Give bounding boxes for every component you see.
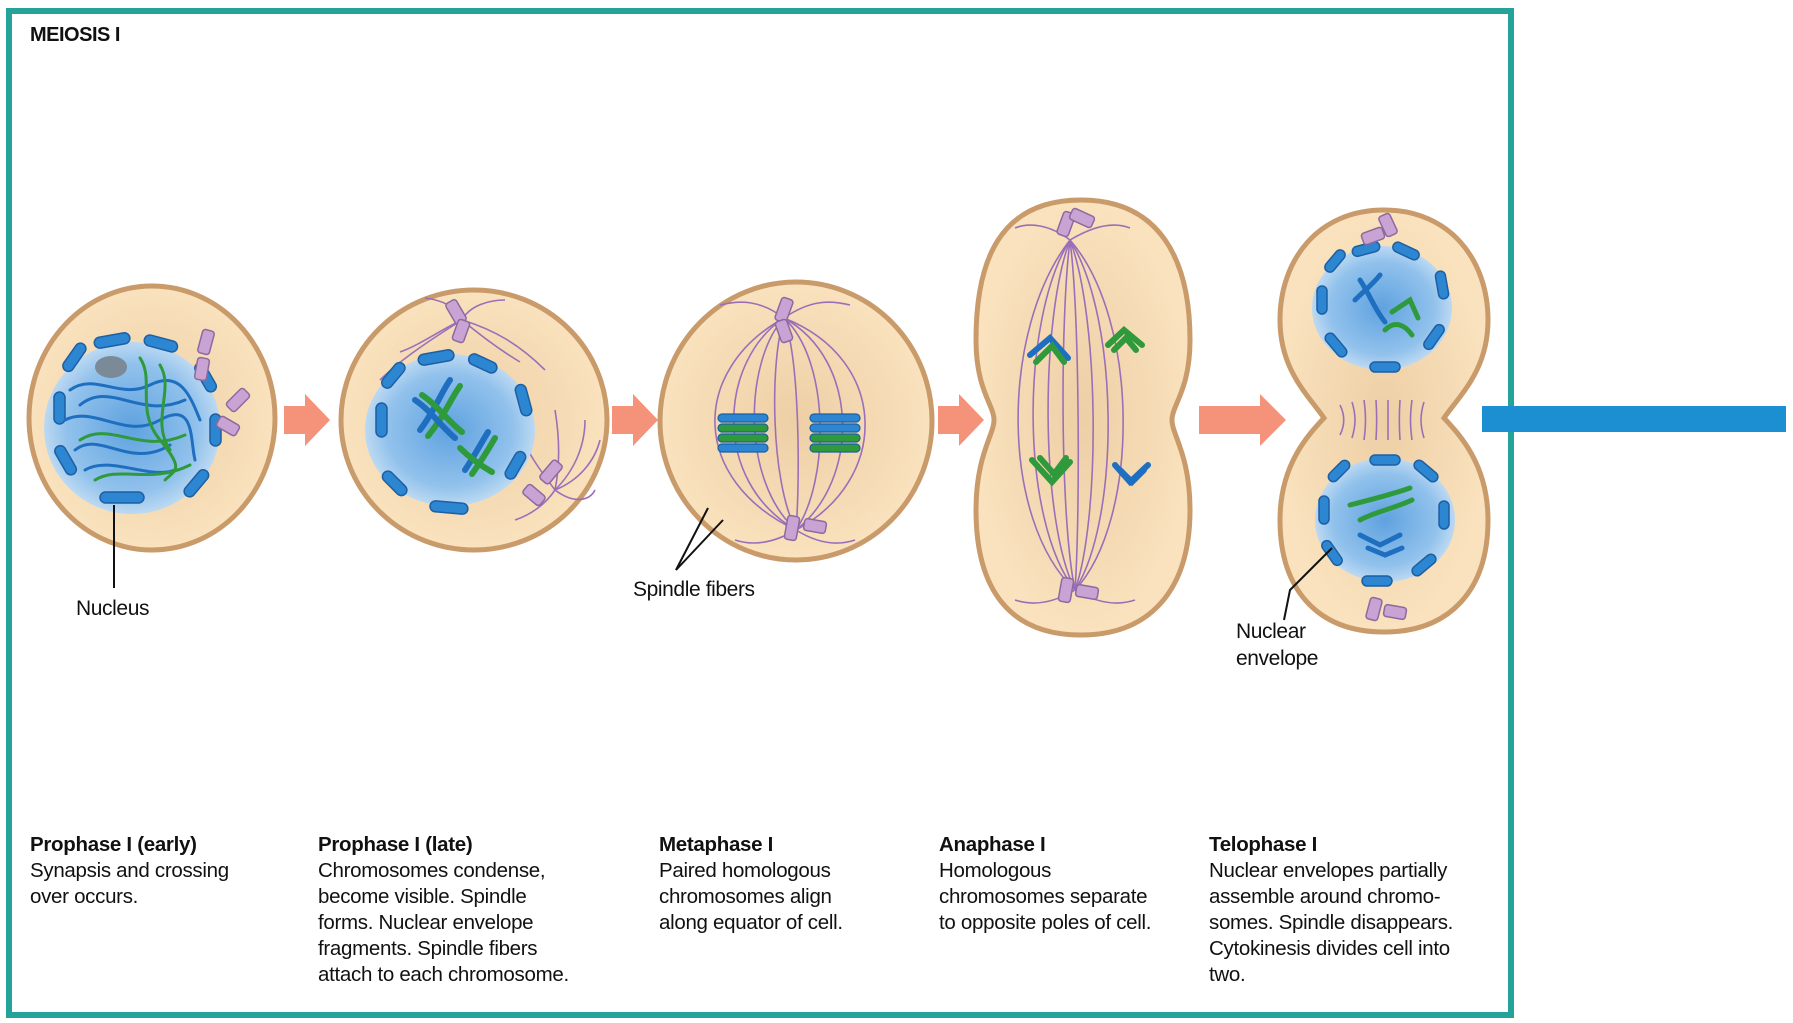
arrow-3: [938, 394, 984, 446]
caption-line: Paired homologous: [659, 858, 843, 884]
caption-line: Nuclear envelopes partially: [1209, 858, 1453, 884]
caption-telophase: Telophase I Nuclear envelopes partially …: [1209, 832, 1453, 988]
caption-prophase-late: Prophase I (late) Chromosomes condense, …: [318, 832, 569, 988]
caption-line: two.: [1209, 962, 1453, 988]
caption-line: attach to each chromosome.: [318, 962, 569, 988]
caption-line: chromosomes align: [659, 884, 843, 910]
cell-prophase-late: [341, 290, 607, 550]
cell-metaphase: Spindle fibers: [633, 282, 932, 601]
label-spindle-fibers: Spindle fibers: [633, 578, 755, 601]
caption-line: along equator of cell.: [659, 910, 843, 936]
caption-line: somes. Spindle disappears.: [1209, 910, 1453, 936]
nucleolus: [95, 356, 127, 378]
label-nucleus: Nucleus: [76, 597, 149, 620]
arrow-1: [284, 394, 330, 446]
spindle-leader-1: [676, 508, 708, 570]
caption-title: Metaphase I: [659, 832, 843, 858]
label-nuclear-envelope-line1: Nuclear: [1236, 620, 1306, 643]
caption-prophase-early: Prophase I (early) Synapsis and crossing…: [30, 832, 229, 910]
caption-line: fragments. Spindle fibers: [318, 936, 569, 962]
arrow-2: [612, 394, 658, 446]
caption-line: assemble around chromo-: [1209, 884, 1453, 910]
caption-metaphase: Metaphase I Paired homologous chromosome…: [659, 832, 843, 936]
caption-line: Homologous: [939, 858, 1151, 884]
cell-telophase: Nuclear envelope: [1236, 210, 1488, 670]
spindle-leader-2: [676, 520, 723, 570]
caption-line: Cytokinesis divides cell into: [1209, 936, 1453, 962]
caption-line: to opposite poles of cell.: [939, 910, 1151, 936]
caption-line: chromosomes separate: [939, 884, 1151, 910]
caption-line: Synapsis and crossing: [30, 858, 229, 884]
label-nuclear-envelope-line2: envelope: [1236, 647, 1318, 670]
caption-anaphase: Anaphase I Homologous chromosomes separa…: [939, 832, 1151, 936]
caption-line: over occurs.: [30, 884, 229, 910]
caption-title: Anaphase I: [939, 832, 1151, 858]
caption-line: become visible. Spindle: [318, 884, 569, 910]
caption-title: Prophase I (late): [318, 832, 569, 858]
caption-line: forms. Nuclear envelope: [318, 910, 569, 936]
caption-line: Chromosomes condense,: [318, 858, 569, 884]
output-bar: [1482, 406, 1786, 432]
caption-title: Telophase I: [1209, 832, 1453, 858]
cell-prophase-early: Nucleus: [29, 286, 275, 620]
arrow-4: [1199, 394, 1286, 446]
cell-anaphase: [976, 200, 1190, 635]
caption-title: Prophase I (early): [30, 832, 229, 858]
